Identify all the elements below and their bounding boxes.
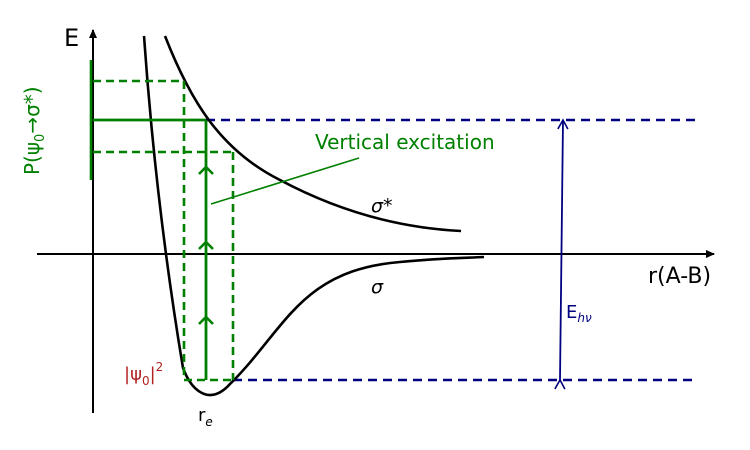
- photon-energy-label: Ehν: [566, 302, 592, 325]
- transition-chevron-2: [198, 240, 214, 250]
- sigma-label: σ: [371, 276, 384, 298]
- equilibrium-distance-label: re: [198, 405, 213, 429]
- sigma-star-label: σ*: [371, 195, 393, 217]
- sigma-star-curve: [163, 35, 462, 233]
- sigma-curve: [142, 35, 485, 397]
- vertical-excitation-label: Vertical excitation: [315, 130, 495, 154]
- energy-axis-label: E: [64, 24, 79, 52]
- distance-axis-label: r(A-B): [648, 264, 711, 289]
- vertical-excitation-pointer: [210, 157, 360, 205]
- photon-energy-arrow: [554, 118, 569, 390]
- transition-chevron-1: [198, 315, 214, 325]
- transition-chevron-3: [198, 165, 214, 175]
- psi-squared-label: |ψ0|2: [124, 360, 163, 388]
- probability-label: P(ψ0→σ*): [20, 86, 48, 175]
